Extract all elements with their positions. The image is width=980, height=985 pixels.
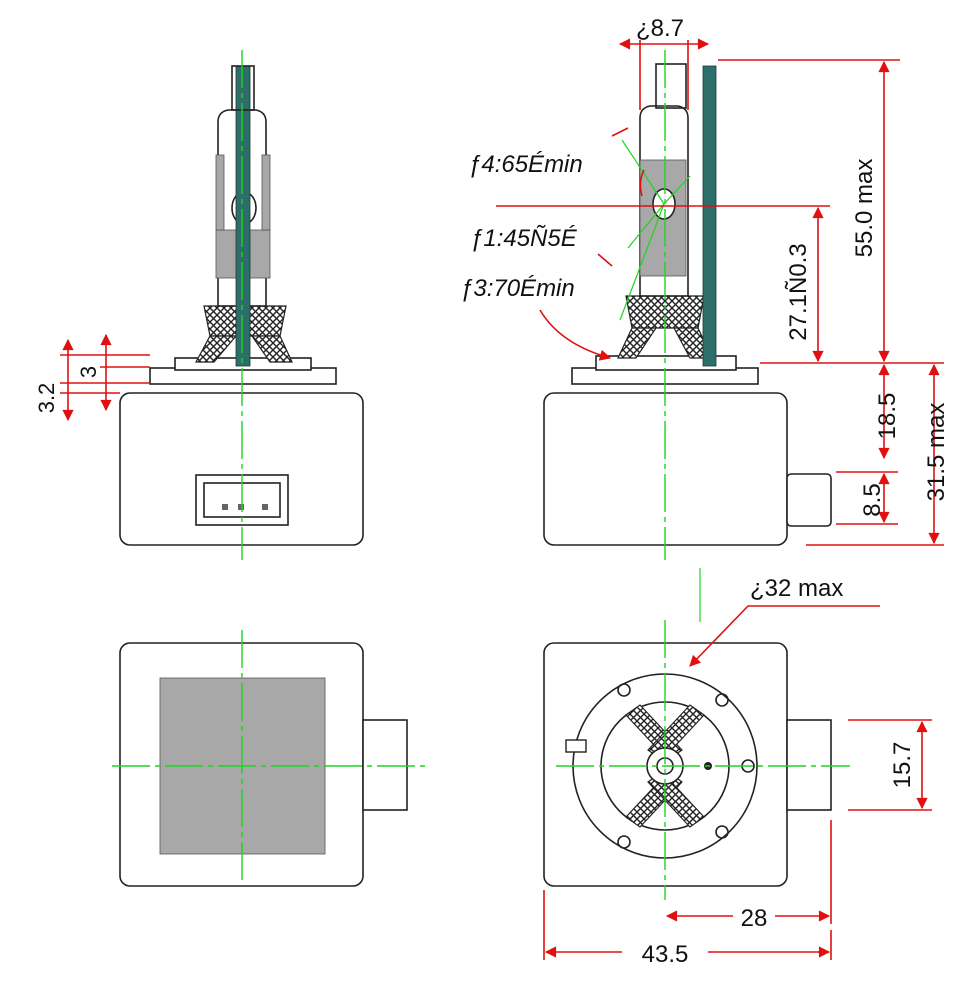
bottom-key-notch — [565, 739, 587, 753]
angle-4-label: ƒ4:65Émin — [468, 151, 583, 178]
connector-pin — [238, 504, 244, 510]
width-28-label: 28 — [741, 905, 768, 932]
angle-3-label: ƒ3:70Émin — [460, 275, 575, 302]
front-leg-left — [194, 335, 238, 363]
front-shield-right — [261, 154, 271, 231]
dim-3-label: 3 — [76, 366, 101, 378]
top-connector-tab — [362, 719, 408, 811]
front-leg-right — [250, 335, 293, 363]
bottom-dims: ¿32 max 15.7 28 43.5 — [543, 575, 932, 968]
bottom-connector-tab — [786, 719, 832, 811]
height-55-label: 55.0 max — [851, 159, 878, 258]
front-glass-bulb — [217, 109, 267, 307]
side-connector-tab — [786, 473, 832, 527]
height-31-label: 31.5 max — [923, 403, 950, 502]
side-view — [543, 50, 832, 560]
mount-hole — [617, 835, 631, 849]
front-shield-left — [215, 154, 225, 231]
height-27-label: 27.1Ñ0.3 — [785, 243, 812, 340]
front-tip — [231, 65, 255, 111]
connector-pin — [222, 504, 228, 510]
mount-hole — [715, 825, 729, 839]
front-electrode — [235, 65, 251, 367]
flange-dims: 3.2 3 — [34, 333, 150, 422]
height-8-label: 8.5 — [859, 483, 886, 516]
diam-base-label: ¿32 max — [750, 575, 843, 602]
bottom-cross-hatch — [625, 704, 705, 828]
bottom-view — [543, 568, 850, 900]
front-view — [119, 50, 364, 560]
diam-top-label: ¿8.7 — [636, 15, 684, 42]
connector-pin — [262, 504, 268, 510]
side-flange-top — [595, 355, 737, 371]
mount-hole — [617, 683, 631, 697]
mount-hole — [715, 693, 729, 707]
side-leg-left — [617, 327, 658, 359]
dim-3-2-label: 3.2 — [34, 383, 59, 414]
width-15-label: 15.7 — [889, 742, 916, 789]
height-18-label: 18.5 — [874, 393, 901, 440]
side-glass-bulb — [639, 105, 689, 297]
angle-1-label: ƒ1:45Ñ5É — [470, 225, 578, 252]
side-return-wire — [702, 65, 717, 367]
side-tip — [655, 63, 687, 109]
side-dims: ¿8.7 55.0 max 27.1Ñ0.3 18.5 8.5 31.5 max… — [460, 15, 950, 546]
width-43-label: 43.5 — [642, 941, 689, 968]
top-view — [112, 630, 430, 887]
